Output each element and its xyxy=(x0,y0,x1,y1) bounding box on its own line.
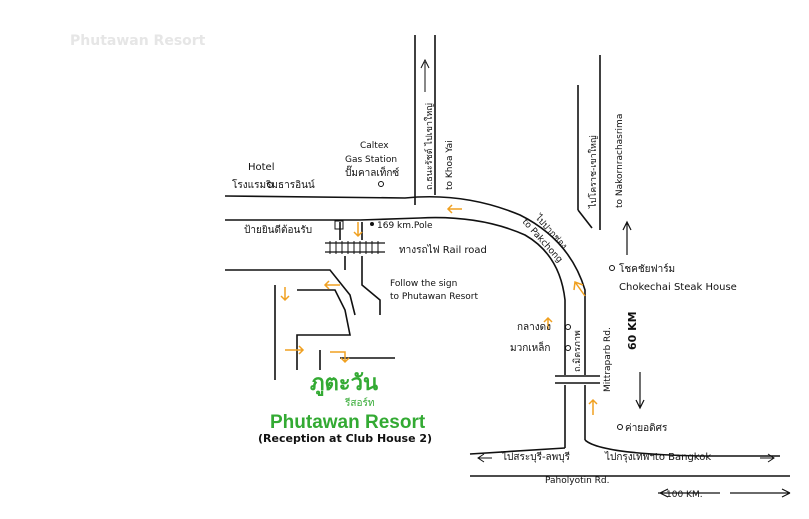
marker-muak-lek xyxy=(565,345,571,351)
local-road-end xyxy=(319,350,395,370)
local-road-mid xyxy=(344,256,381,315)
resort-logo-th: ภูตะวัน xyxy=(310,371,378,397)
label-follow-1: Follow the sign xyxy=(390,279,457,289)
label-100km: 100 KM. xyxy=(666,490,703,500)
label-follow-2: to Phutawan Resort xyxy=(390,292,478,302)
road-korat-join xyxy=(577,209,593,229)
resort-logo-th-sub: รีสอร์ท xyxy=(344,397,374,409)
label-klang-dong: กลางดง xyxy=(517,322,551,333)
marker-hotel xyxy=(267,182,273,188)
label-camp: ค่ายอดิศร xyxy=(625,423,668,434)
label-welcome-sign: ป้ายยินดีต้อนรับ xyxy=(244,224,312,236)
arrow-right-100km xyxy=(730,488,791,498)
marker-camp xyxy=(617,424,623,430)
road-top-curve-outer xyxy=(224,195,586,375)
label-hotel-en: Hotel xyxy=(248,162,275,173)
label-railroad: ทางรถไฟ Rail road xyxy=(399,244,487,256)
local-road-resort xyxy=(274,285,351,380)
local-road-branch xyxy=(225,269,356,316)
label-khoa-yai-th: ถ.ธนะรัชต์ ไปเขาใหญ่ xyxy=(423,103,435,190)
marker-klang-dong xyxy=(565,324,571,330)
label-korat-en: to Nakornrachasrima xyxy=(615,114,625,208)
resort-logo: ภูตะวัน รีสอร์ท xyxy=(310,371,378,409)
arrow-down-60km xyxy=(635,372,645,410)
label-mittraparp-en: Mittraparb Rd. xyxy=(603,327,613,392)
label-korat-th: ไปโคราช-เขาใหญ่ xyxy=(588,135,599,209)
label-60km: 60 KM xyxy=(626,311,639,350)
marker-chokechai xyxy=(609,265,615,271)
railroad-ties xyxy=(329,241,379,254)
road-paholyotin-right-top xyxy=(584,439,780,457)
direction-arrows xyxy=(280,204,598,415)
marker-welcome-sign xyxy=(334,220,344,230)
label-saraburi: ไปสระบุรี-ลพบุรี xyxy=(501,451,571,463)
label-km-pole: 169 km.Pole xyxy=(377,221,433,231)
road-paholyotin-left-top xyxy=(469,447,566,455)
label-khoa-yai-en: to Khoa Yai xyxy=(445,140,455,190)
marker-caltex xyxy=(378,181,384,187)
road-top-curve-inner xyxy=(225,216,566,375)
label-chokechai-en: Chokechai Steak House xyxy=(619,282,737,293)
arrow-up-60km xyxy=(622,220,632,255)
marker-km-pole xyxy=(370,222,374,226)
label-caltex-th: ปั๊มคาลเท็กซ์ xyxy=(345,165,399,179)
arrow-left-100km xyxy=(658,488,720,498)
north-arrow-khoa-yai xyxy=(420,58,430,92)
label-paholyotin: Paholyotin Rd. xyxy=(545,476,610,486)
arrow-east xyxy=(760,453,775,463)
faded-header: Phutawan Resort xyxy=(70,33,206,49)
resort-reception: (Reception at Club House 2) xyxy=(258,432,432,445)
label-chokechai-th: โชคชัยฟาร์ม xyxy=(619,262,675,275)
label-caltex-1: Caltex xyxy=(360,141,389,151)
resort-name: Phutawan Resort xyxy=(270,412,426,433)
label-mittraparp-th: ถ.มิตรภาพ xyxy=(572,330,583,372)
label-hotel-th: โรงแรมริมธารอินน์ xyxy=(232,178,315,191)
local-road-down xyxy=(339,222,363,240)
label-muak-lek: มวกเหล็ก xyxy=(510,340,550,354)
label-bangkok: ไปกรุงเทพฯto Bangkok xyxy=(604,451,711,463)
label-caltex-2: Gas Station xyxy=(345,155,397,165)
arrow-west xyxy=(477,453,492,463)
